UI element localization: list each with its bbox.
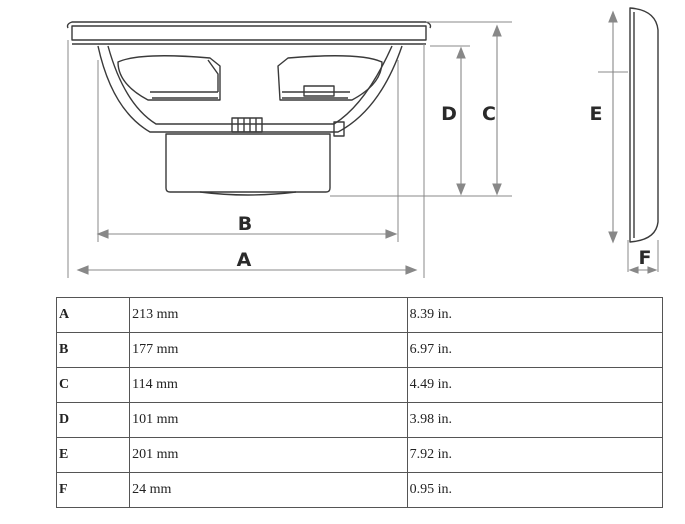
terminal-tab [333,121,345,137]
table-row: A 213 mm 8.39 in. [55,297,664,333]
dimension-mm: 24 mm [129,472,408,508]
dimension-inch: 4.49 in. [406,367,664,403]
table-row: E 201 mm 7.92 in. [55,437,664,473]
dimension-inch: 8.39 in. [406,297,664,333]
dim-label-a: A [237,249,252,271]
dimension-inch: 3.98 in. [406,402,664,438]
table-row: B 177 mm 6.97 in. [55,332,664,368]
dimension-inch: 6.97 in. [406,332,664,368]
dimension-key: C [55,367,131,403]
dimension-key: A [55,297,131,333]
dimension-inch: 0.95 in. [406,472,664,508]
dimension-inch: 7.92 in. [406,437,664,473]
dimension-key: D [55,402,131,438]
dim-label-b: B [238,213,252,235]
dimension-mm: 114 mm [129,367,408,403]
dimension-mm: 201 mm [129,437,408,473]
dimensions-table: A 213 mm 8.39 in. B 177 mm 6.97 in. C 11… [55,297,664,508]
dimension-mm: 101 mm [129,402,408,438]
dimension-key: E [55,437,131,473]
dim-label-f: F [639,247,652,269]
table-row: F 24 mm 0.95 in. [55,472,664,508]
dim-label-c: C [482,103,496,125]
speaker-side-profile [629,7,659,243]
basket-window-left [117,55,221,101]
table-row: D 101 mm 3.98 in. [55,402,664,438]
dimension-mm: 177 mm [129,332,408,368]
table-row: C 114 mm 4.49 in. [55,367,664,403]
dim-label-e: E [590,103,603,125]
speaker-dimension-diagram: A B C D E F [66,7,659,278]
dimension-key: B [55,332,131,368]
basket-window-right [277,55,383,101]
dimension-key: F [55,472,131,508]
dim-label-d: D [441,103,457,125]
speaker-magnet [165,133,331,193]
speaker-flange [71,25,427,41]
center-vent [231,117,263,133]
dimension-mm: 213 mm [129,297,408,333]
